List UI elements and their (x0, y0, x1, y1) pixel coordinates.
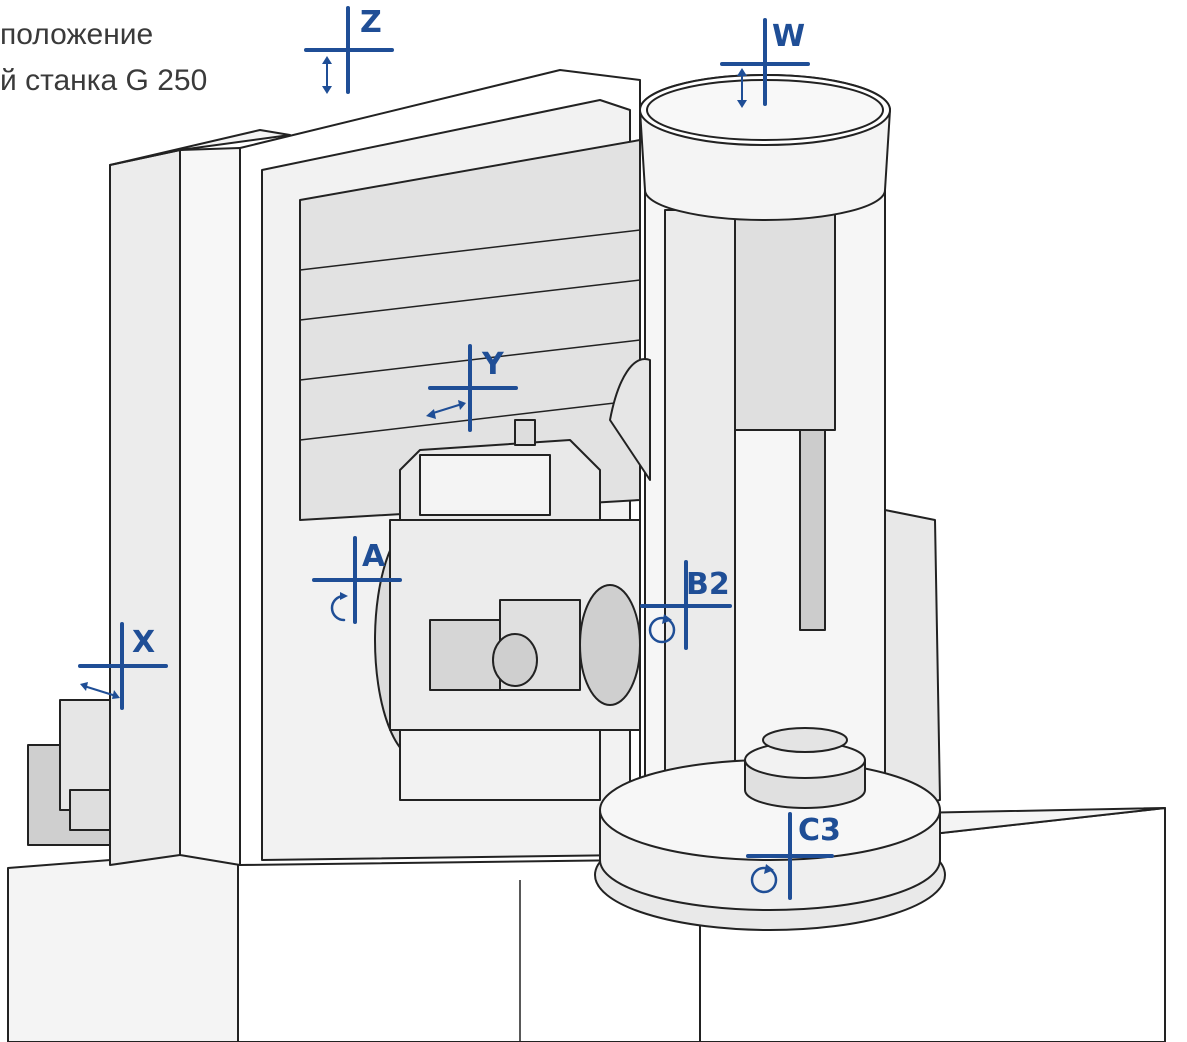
caption-line-2: й станка G 250 (0, 64, 208, 97)
axis-label-z: Z (360, 5, 382, 40)
axis-label-c3: C3 (798, 813, 841, 848)
axis-y-marker (426, 344, 518, 432)
grinding-head (389, 419, 698, 801)
axis-z-marker (304, 6, 394, 94)
axis-a-marker (312, 536, 402, 624)
caption-line-1: положение (0, 18, 154, 51)
axis-x-marker (78, 622, 168, 710)
axis-label-x: X (132, 625, 156, 660)
rotary-table (594, 727, 946, 931)
left-column (109, 129, 291, 866)
axis-b2-marker (640, 560, 732, 650)
axis-label-w: W (772, 19, 806, 54)
right-tower (609, 74, 941, 831)
axis-label-y: Y (482, 347, 504, 382)
axis-c3-marker (746, 812, 834, 900)
axis-w-marker (720, 18, 810, 108)
axis-label-a: A (362, 539, 386, 574)
axis-label-b2: B2 (686, 567, 730, 602)
